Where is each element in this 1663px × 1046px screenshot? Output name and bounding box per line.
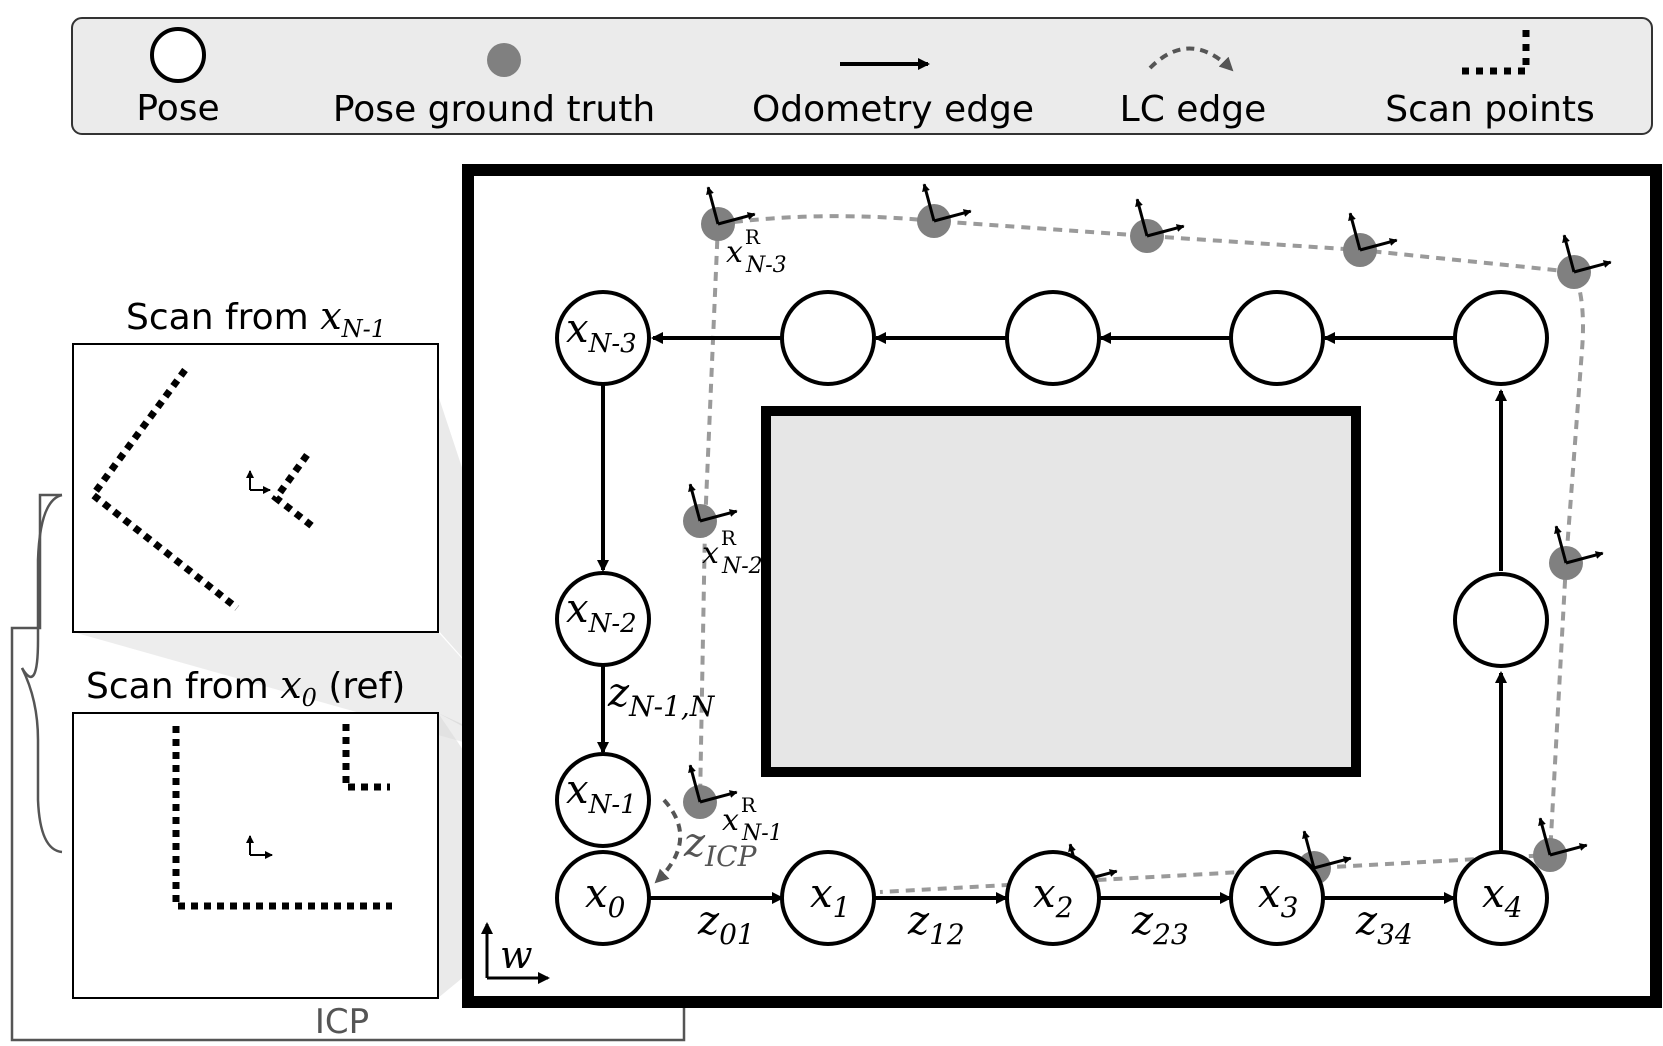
pose-ground-truth-marker — [917, 183, 972, 238]
legend-pose-label: Pose — [136, 88, 219, 129]
pose-legend-icon — [150, 27, 206, 83]
obstacle — [761, 406, 1361, 777]
pose-axis-icon — [1348, 212, 1362, 251]
pose-label-xn2: xN-2 — [566, 586, 637, 639]
pose-axis-icon — [922, 183, 936, 222]
legend-odometry-label: Odometry edge — [752, 89, 1034, 130]
pose-ground-truth-marker — [1343, 212, 1398, 267]
world-frame: w — [481, 922, 550, 984]
pose-axis-icon — [1538, 817, 1552, 856]
pose-axis-icon — [1135, 198, 1149, 237]
pose-x1 — [780, 850, 876, 946]
pose-axis-icon — [1565, 551, 1604, 565]
legend-pose-gt-label: Pose ground truth — [333, 89, 655, 130]
pose-unlabeled — [1229, 290, 1325, 386]
edge-label-zn1n: zN-1,N — [607, 670, 716, 723]
pose-axis-icon — [717, 212, 756, 226]
edge-label-zicp: zICP — [683, 820, 758, 873]
brace-icon — [20, 493, 63, 679]
pose-unlabeled — [1453, 290, 1549, 386]
scan-top-points-small — [271, 452, 315, 529]
pose-label-x2: x2 — [1033, 871, 1073, 924]
pose-ground-truth-marker — [701, 186, 756, 241]
pose-axis-icon — [688, 483, 702, 522]
pose-axis-icon — [1146, 224, 1185, 238]
pose-ground-truth-marker — [683, 764, 738, 819]
scan-bottom-points-small — [342, 724, 390, 791]
scan-top-frame — [72, 343, 439, 633]
pose-x4 — [1453, 850, 1549, 946]
pose-label-x1: x1 — [810, 871, 850, 924]
pose-axis-icon — [688, 764, 702, 803]
pose-xn1 — [555, 752, 651, 848]
pose-axis-icon — [1549, 843, 1588, 857]
pose-ground-truth-marker — [1557, 234, 1612, 289]
pose-nodes — [555, 290, 1549, 946]
pose-x0 — [555, 850, 651, 946]
ground-truth-path — [698, 214, 1585, 894]
lc-edge-legend-icon — [1148, 46, 1234, 72]
scan-top-points — [88, 367, 240, 611]
pose-ground-truth-marker — [1130, 198, 1185, 253]
scan-panel-bottom: Scan from x0 (ref) — [72, 663, 439, 999]
pose-xn3 — [555, 290, 651, 386]
edge-labels: z01 z12 z23 z34 zN-1,N zICP — [607, 670, 1413, 951]
pose-label-x4: x4 — [1482, 871, 1522, 924]
pose-label-x3: x3 — [1258, 871, 1298, 924]
pose-unlabeled — [780, 290, 876, 386]
edge-label-z12: z12 — [907, 898, 965, 951]
pose-unlabeled — [1005, 290, 1101, 386]
pose-unlabeled — [1453, 572, 1549, 668]
pose-xn2 — [555, 571, 651, 667]
pose-x3 — [1229, 850, 1325, 946]
pose-labels: x0 x1 x2 x3 x4 xN-3 xN-2 xN-1 — [566, 306, 1522, 924]
scan-panel-top: Scan from xN-1 — [72, 294, 439, 633]
pose-x2 — [1005, 850, 1101, 946]
edge-label-z34: z34 — [1355, 898, 1413, 951]
pose-axis-icon — [706, 186, 720, 225]
odometry-edges — [597, 332, 1507, 904]
legend-scan-label: Scan points — [1385, 89, 1595, 130]
pose-axis-icon — [699, 790, 738, 804]
world-frame-label: w — [500, 933, 533, 977]
legend-box — [71, 17, 1653, 135]
pose-ground-truth-marker — [683, 483, 738, 538]
pose-label-x0: x0 — [585, 871, 625, 924]
pose-axis-icon — [1302, 830, 1316, 869]
scan-top-title: Scan from xN-1 — [126, 294, 386, 343]
pose-axis-icon — [1573, 260, 1612, 274]
icp-label: ICP — [315, 1002, 369, 1042]
pose-axis-icon — [1562, 234, 1576, 273]
pose-axis-icon — [699, 509, 738, 523]
pose-axis-icon — [933, 209, 972, 223]
pose-ground-truth-marker — [1549, 525, 1604, 580]
pose-axis-icon — [1554, 525, 1568, 564]
legend-lc-label: LC edge — [1120, 89, 1267, 130]
pose-label-xn3: xN-3 — [566, 306, 637, 359]
scan-bottom-title: Scan from x0 (ref) — [86, 663, 405, 712]
icp-bracket: ICP — [10, 493, 689, 1042]
pose-axis-icon — [1359, 238, 1398, 252]
legend: Pose Pose ground truth Odometry edge LC … — [71, 17, 1653, 135]
pose-label-xn1: xN-1 — [566, 767, 637, 820]
lc-edge — [654, 798, 683, 884]
edge-label-z23: z23 — [1131, 898, 1189, 951]
edge-label-z01: z01 — [697, 898, 755, 951]
pose-axis-icon — [1313, 856, 1352, 870]
pose-ground-truth-marker — [1533, 817, 1588, 872]
pose-ground-truth-legend-icon — [487, 43, 521, 77]
